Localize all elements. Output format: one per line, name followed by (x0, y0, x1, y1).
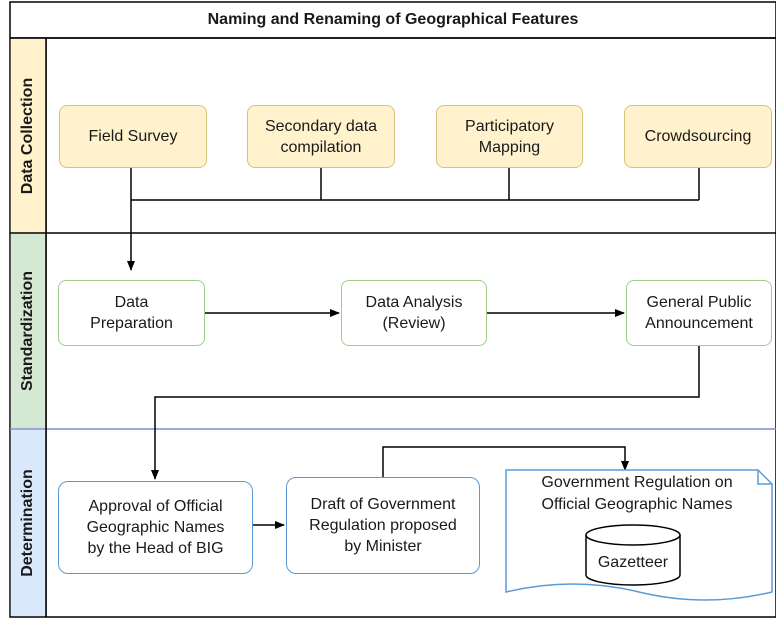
node-government-regulation: Government Regulation on Official Geogra… (541, 474, 733, 513)
node-crowdsourcing: Crowdsourcing (624, 105, 772, 168)
diagram-title: Naming and Renaming of Geographical Feat… (207, 11, 579, 28)
standardization-lane-label-bg (10, 234, 46, 429)
node-data-preparation: Data Preparation (58, 280, 205, 346)
gazetteer-cylinder-body (585, 535, 681, 586)
node-secondary-data: Secondary data compilation (247, 105, 395, 168)
node-gazetteer: Gazetteer (597, 554, 669, 571)
arrow-to-regulation (382, 446, 629, 477)
node-public-announcement: General Public Announcement (626, 280, 772, 346)
gazetteer-cylinder-top (585, 524, 681, 546)
diagram-frame (9, 1, 776, 618)
lane-label-collection: Data Collection (19, 77, 36, 194)
node-approval: Approval of Official Geographic Names by… (58, 481, 253, 574)
lane-label-standardization: Standardization (19, 270, 37, 392)
node-participatory-mapping: Participatory Mapping (436, 105, 583, 168)
collection-lane-label-bg (10, 38, 46, 233)
node-draft-regulation: Draft of Government Regulation proposed … (286, 477, 480, 574)
determination-lane-label-bg (10, 430, 46, 616)
node-data-analysis: Data Analysis (Review) (341, 280, 487, 346)
document-fold (757, 470, 772, 485)
arrow-to-approval (151, 346, 700, 480)
lane-label-determination: Determination (19, 469, 37, 577)
node-field-survey: Field Survey (59, 105, 207, 168)
